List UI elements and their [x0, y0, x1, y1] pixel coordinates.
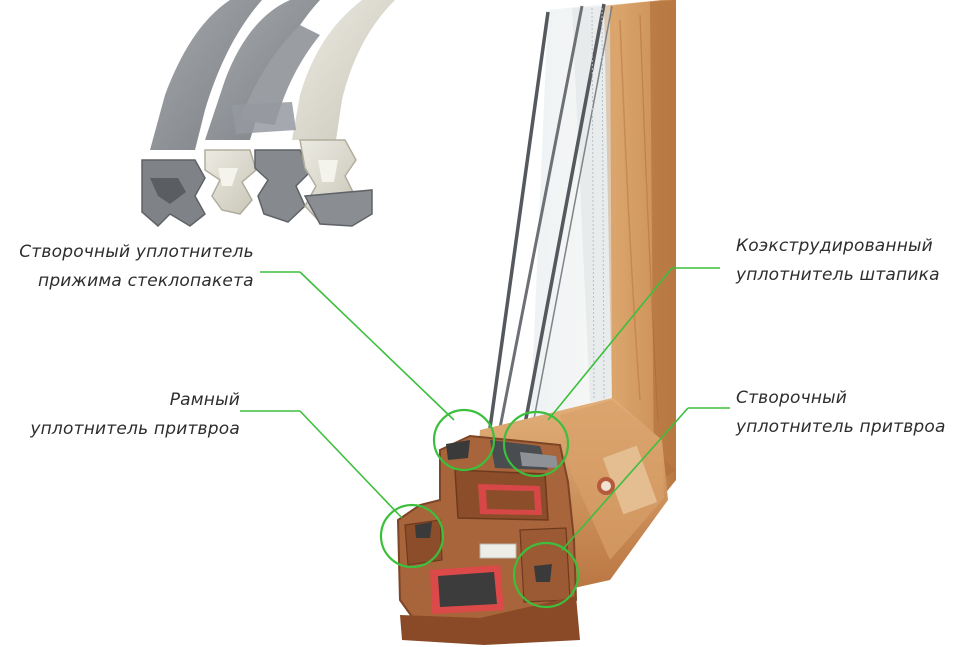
callout-circle-sash-glass: [432, 408, 496, 472]
callout-lines: [240, 267, 730, 551]
callout-leader-coextruded: [547, 267, 673, 421]
callout-circle-sash-rebate: [512, 541, 580, 609]
label-coextruded-seal: Коэкструдированный уплотнитель штапика: [736, 232, 940, 290]
label-frame-seal-line2: уплотнитель притвроа: [30, 419, 240, 439]
label-frame-seal-line1: Рамный: [169, 390, 240, 410]
callout-circle-coextruded: [502, 410, 570, 478]
label-sash-glass-seal: Створочный уплотнитель прижима стеклопак…: [14, 238, 254, 296]
label-sash-rebate-seal-line1: Створочный: [736, 388, 848, 408]
label-coextruded-seal-line2: уплотнитель штапика: [736, 265, 940, 285]
callout-leader-sash-rebate: [561, 407, 689, 551]
callout-leader-frame: [299, 410, 403, 519]
seal-profiles-illustration: [141, 0, 395, 228]
callout-circle-frame: [379, 503, 445, 569]
label-frame-seal: Рамный уплотнитель притвроа: [8, 386, 240, 444]
label-coextruded-seal-line1: Коэкструдированный: [736, 236, 933, 256]
label-sash-glass-seal-line2: прижима стеклопакета: [38, 271, 254, 291]
label-sash-rebate-seal: Створочный уплотнитель притвроа: [736, 384, 946, 442]
callout-leader-sash-glass: [299, 271, 455, 421]
callout-circles: [379, 408, 580, 609]
label-sash-rebate-seal-line2: уплотнитель притвроа: [736, 417, 946, 437]
label-sash-glass-seal-line1: Створочный уплотнитель: [19, 242, 254, 262]
